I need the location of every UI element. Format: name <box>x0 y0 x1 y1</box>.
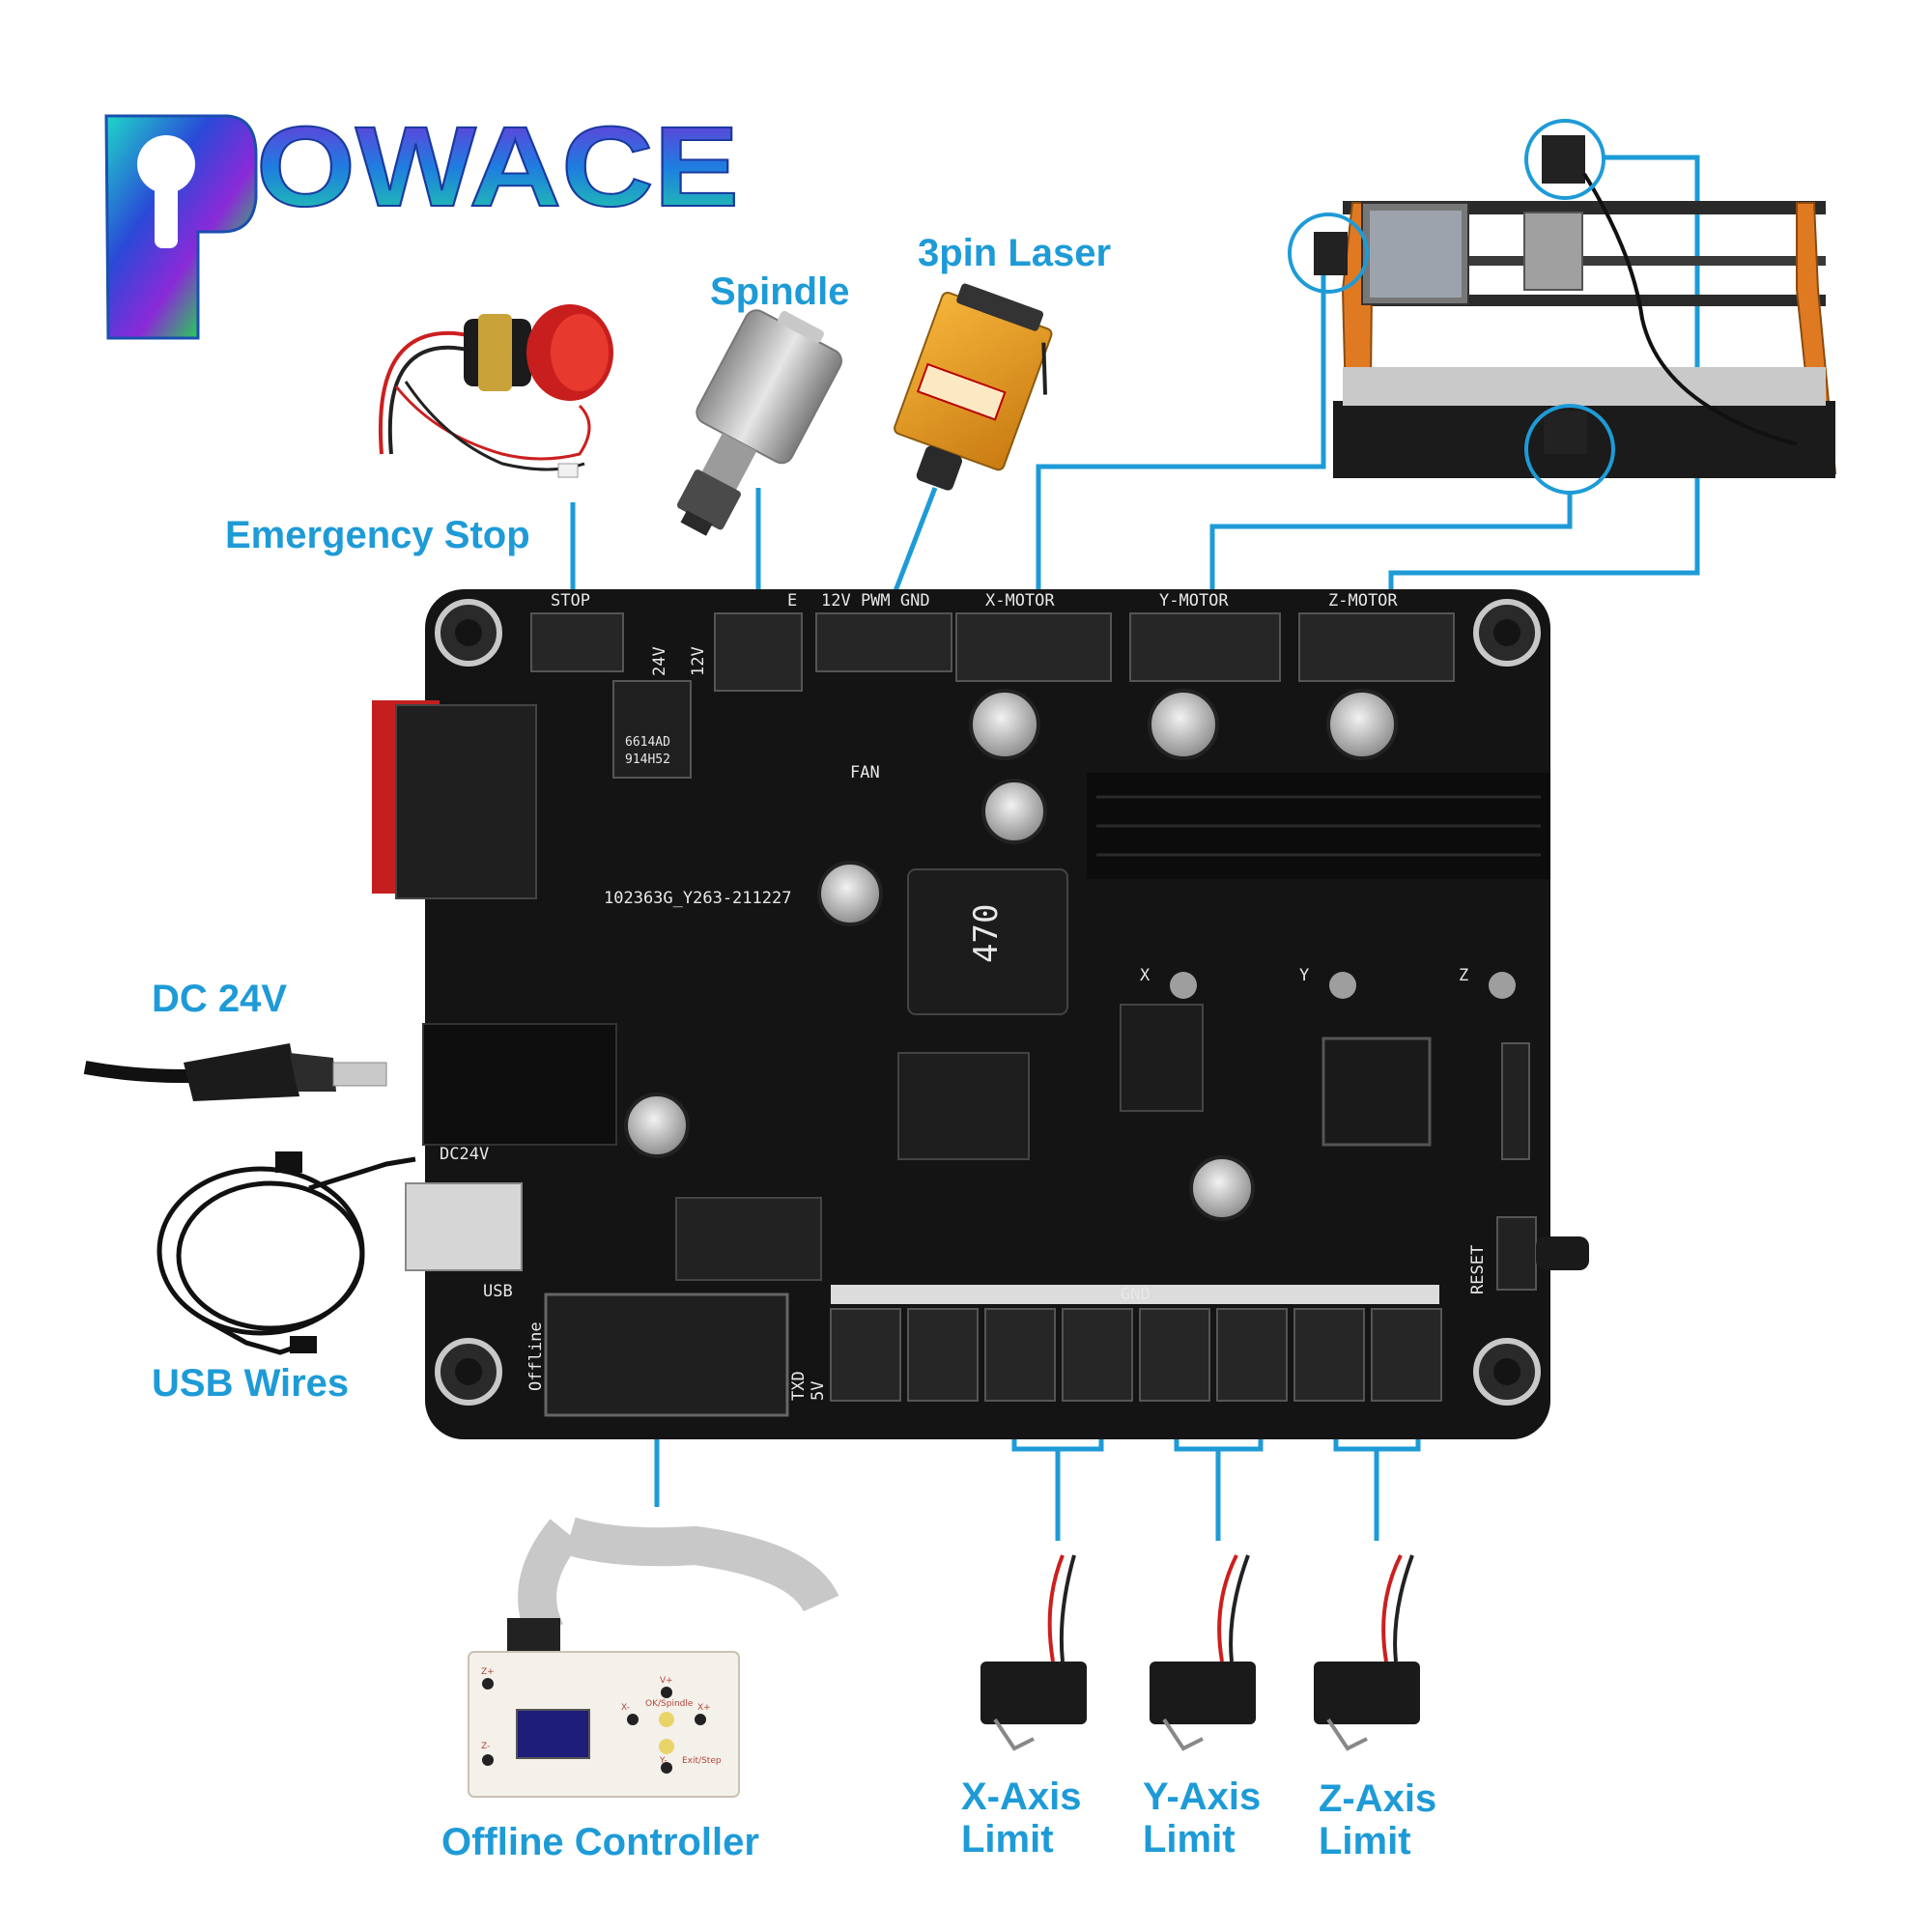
trimpot <box>1329 972 1356 999</box>
trimpot <box>1489 972 1516 999</box>
z-motor-connector <box>1298 612 1455 682</box>
x-limit-switch-icon <box>980 1554 1087 1751</box>
limit-header <box>830 1308 901 1402</box>
axis-x-label: X <box>1140 966 1151 985</box>
z-limit-line1: Z-Axis <box>1319 1777 1437 1820</box>
spindle-connector <box>714 612 803 692</box>
offline-port-label: Offline <box>526 1321 546 1391</box>
dc-label: DC 24V <box>152 978 288 1020</box>
ctrl-z-plus: Z+ <box>481 1667 495 1677</box>
inductor-marking: 470 <box>967 904 1006 963</box>
z-limit-label: Z-Axis Limit <box>1319 1777 1436 1862</box>
ctrl-v-plus: V+ <box>660 1676 673 1686</box>
inductor <box>907 868 1068 1015</box>
dc-jack <box>422 1023 617 1146</box>
x-limit-line1: X-Axis <box>961 1776 1082 1818</box>
emergency-stop-label: Emergency Stop <box>225 514 530 556</box>
y-limit-line2: Limit <box>1143 1818 1236 1861</box>
laser-module-icon <box>894 283 1053 491</box>
y-motor-label: Y-MOTOR <box>1159 591 1229 611</box>
exit-button <box>659 1739 674 1754</box>
laser-label: 3pin Laser <box>918 232 1112 274</box>
ctrl-x-plus: X+ <box>697 1703 711 1713</box>
24v-label: 24V <box>650 646 669 676</box>
cnc-machine-icon <box>1288 119 1837 495</box>
z-motor-label: Z-MOTOR <box>1328 591 1398 611</box>
reset-label: RESET <box>1468 1245 1488 1294</box>
spindle-label: Spindle <box>710 270 850 313</box>
capacitor <box>1326 689 1398 760</box>
usb-port <box>405 1182 523 1271</box>
z-limit-line2: Limit <box>1319 1820 1411 1862</box>
offline-controller-label: Offline Controller <box>441 1821 759 1863</box>
spindle-e-label: E <box>787 591 797 611</box>
ctrl-y-minus: Y- <box>659 1756 668 1766</box>
chip-marking-1: 6614AD <box>625 735 670 750</box>
emergency-stop-icon <box>379 304 613 478</box>
laser-pins-label: 12V PWM GND <box>821 591 930 611</box>
controller-board <box>372 589 1589 1439</box>
limit-header <box>1139 1308 1210 1402</box>
axis-z-label: Z <box>1459 966 1468 985</box>
reset-button <box>1496 1216 1537 1291</box>
x-motor-connector <box>955 612 1112 682</box>
offline-controller-icon <box>468 1517 839 1798</box>
limit-header <box>1216 1308 1288 1402</box>
offline-port <box>544 1293 789 1417</box>
board-serial: 102363G_Y263-211227 <box>604 889 791 908</box>
y-limit-line1: Y-Axis <box>1143 1776 1262 1818</box>
trimpot <box>1170 972 1197 999</box>
ctrl-x-minus: X- <box>621 1703 630 1713</box>
12v-label: 12V <box>689 646 708 676</box>
stop-label: STOP <box>551 591 590 611</box>
ok-button <box>659 1712 674 1727</box>
capacitor <box>1148 689 1219 760</box>
gnd-label: GND <box>1121 1285 1151 1304</box>
fan-label: FAN <box>850 763 880 782</box>
capacitor <box>981 779 1047 844</box>
limit-header <box>984 1308 1056 1402</box>
x-motor-label: X-MOTOR <box>985 591 1055 611</box>
axis-y-label: Y <box>1299 966 1309 985</box>
brand-logo: OWACE <box>104 102 740 340</box>
capacitor <box>969 689 1040 760</box>
y-motor-connector <box>1129 612 1281 682</box>
ctrl-exit: Exit/Step <box>682 1756 722 1766</box>
ctrl-z-minus: Z- <box>481 1742 490 1751</box>
capacitor <box>1189 1155 1255 1221</box>
laser-connector <box>815 612 952 672</box>
5v-label: 5V <box>809 1381 828 1401</box>
capacitor <box>817 861 883 926</box>
limit-header <box>1371 1308 1442 1402</box>
y-limit-switch-icon <box>1150 1554 1256 1751</box>
z-limit-switch-icon <box>1314 1554 1420 1751</box>
x-limit-line2: Limit <box>961 1818 1054 1861</box>
usb-port-label: USB <box>483 1282 513 1301</box>
txd-label: TXD <box>789 1371 809 1401</box>
brand-name: OWACE <box>256 103 739 231</box>
limit-header <box>907 1308 979 1402</box>
ctrl-ok: OK/Spindle <box>645 1699 694 1709</box>
capacitor <box>624 1093 690 1158</box>
y-limit-label: Y-Axis Limit <box>1143 1776 1261 1861</box>
usb-cable-icon <box>156 1151 416 1355</box>
oled-screen <box>516 1709 590 1759</box>
chip-marking-2: 914H52 <box>625 753 670 767</box>
usb-label: USB Wires <box>152 1362 350 1405</box>
limit-header <box>1293 1308 1365 1402</box>
spindle-icon <box>676 309 843 536</box>
limit-header <box>1062 1308 1133 1402</box>
dc-cable-icon <box>83 1043 387 1101</box>
dc-jack-label: DC24V <box>440 1145 489 1164</box>
mcu-chip <box>1321 1037 1432 1147</box>
x-limit-label: X-Axis Limit <box>961 1776 1082 1861</box>
stop-connector <box>530 612 624 672</box>
